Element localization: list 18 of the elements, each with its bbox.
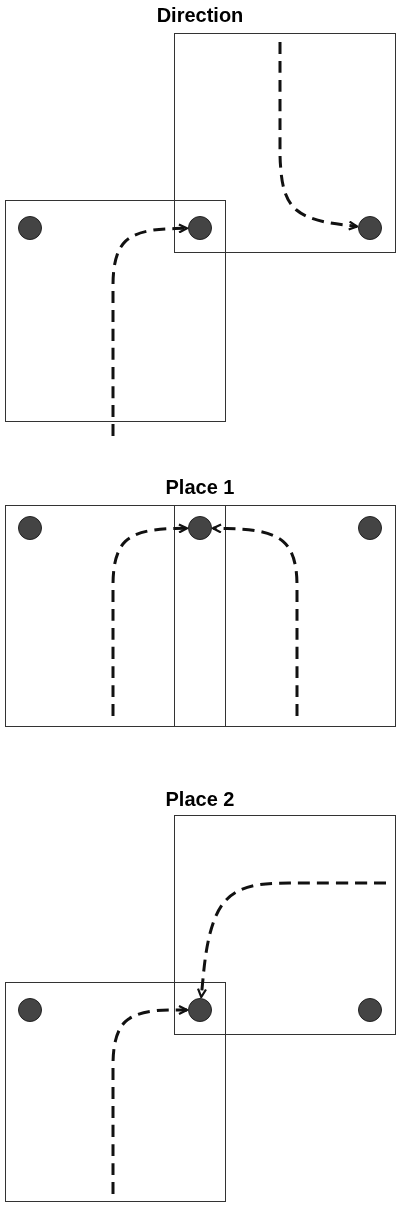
- dashed-arrow: [111, 223, 189, 436]
- dashed-arrow: [111, 1004, 189, 1194]
- dashed-arrow: [111, 523, 189, 716]
- dot-marker: [188, 998, 212, 1022]
- panel-title: Direction: [156, 4, 244, 27]
- dashed-arrow: [278, 42, 359, 231]
- dot-marker: [18, 998, 42, 1022]
- dot-marker: [358, 216, 382, 240]
- dot-marker: [18, 516, 42, 540]
- dashed-arrow: [196, 881, 386, 999]
- dot-marker: [188, 216, 212, 240]
- dot-marker: [188, 516, 212, 540]
- dot-marker: [358, 998, 382, 1022]
- dashed-arrow: [211, 523, 299, 716]
- dot-marker: [358, 516, 382, 540]
- panel-title: Place 1: [165, 476, 235, 499]
- panel-title: Place 2: [165, 788, 235, 811]
- dot-marker: [18, 216, 42, 240]
